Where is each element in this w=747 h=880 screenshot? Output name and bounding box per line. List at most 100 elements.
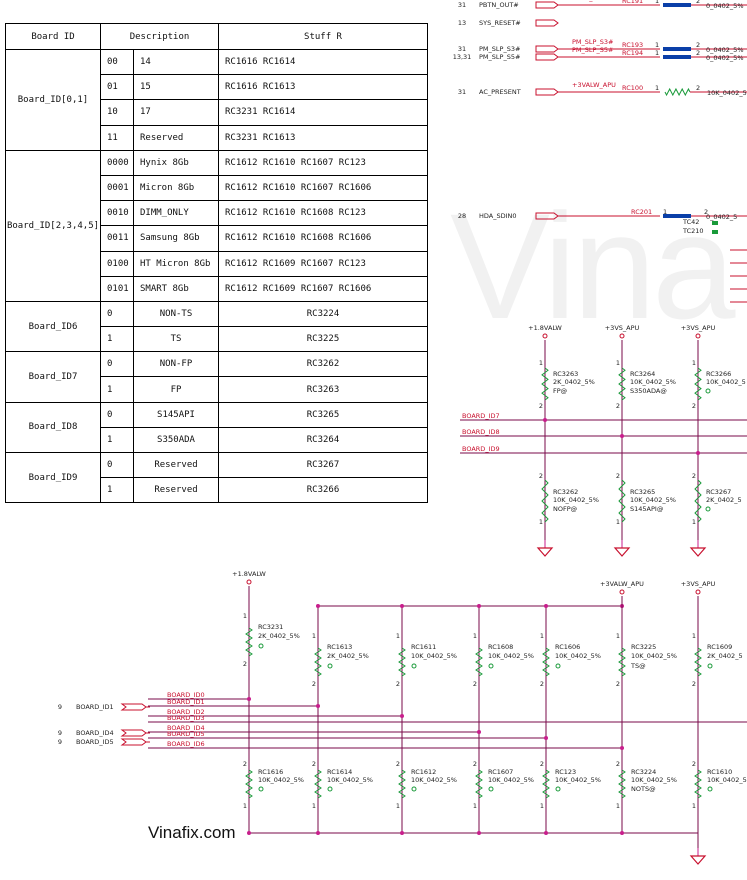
component-value: 2K_0402_5 <box>706 496 742 504</box>
net-label: PBTN_OUT# <box>572 0 612 2</box>
board-id-group: Board_ID7 <box>5 351 101 403</box>
stuff-resistor-cell: RC3262 <box>218 351 428 378</box>
pin-number: 1 <box>539 518 543 526</box>
junction-dot <box>620 746 624 750</box>
junction-dot <box>544 604 548 608</box>
power-rail-label: +1.8VALW <box>528 324 562 332</box>
port-connector-icon <box>120 738 147 746</box>
junction-dot <box>400 714 404 718</box>
signal-name: HDA_SDIN0 <box>479 212 517 220</box>
net-label: BOARD_ID6 <box>167 740 205 748</box>
resistor-icon <box>398 769 406 799</box>
ref-designator: RC3231 <box>258 623 283 631</box>
id-code-cell: 0000 <box>100 149 134 176</box>
stuff-resistor-cell: RC1616 RC1613 <box>218 74 428 101</box>
table-header-1: Description <box>100 23 219 50</box>
id-description-cell: HT Micron 8Gb <box>133 250 219 277</box>
junction-dot <box>544 831 548 835</box>
no-stuff-marker-icon <box>258 643 264 649</box>
ground-icon <box>689 547 707 557</box>
ref-designator: RC3267 <box>706 488 731 496</box>
signal-pin-number: 13 <box>458 19 466 27</box>
component-value: 2K_0402_5% <box>258 632 300 640</box>
junction-dot <box>477 604 481 608</box>
signal-pin-number: 31 <box>458 1 466 9</box>
junction-dot <box>696 451 700 455</box>
component-value: 0_0402_5% <box>706 46 744 54</box>
resistor-icon <box>694 769 702 799</box>
resistor-icon <box>245 627 253 657</box>
stuff-resistor-cell: RC1612 RC1609 RC1607 RC1606 <box>218 275 428 302</box>
pin-number: 1 <box>616 518 620 526</box>
id-description-cell: S350ADA <box>133 426 219 454</box>
jumper-icon <box>663 3 691 7</box>
pin-number: 1 <box>655 49 659 57</box>
no-stuff-marker-icon <box>555 786 561 792</box>
junction-dot <box>620 831 624 835</box>
id-code-cell: 0 <box>100 451 134 479</box>
id-description-cell: NON-FP <box>133 351 219 378</box>
ref-designator: RC1607 <box>488 768 513 776</box>
jumper-icon <box>663 55 691 59</box>
ref-designator: RC194 <box>622 49 643 57</box>
test-point-label: TC210 <box>682 227 704 235</box>
component-value: 10K_0402_5% <box>630 496 676 504</box>
id-description-cell: 15 <box>133 74 219 101</box>
ref-designator: RC193 <box>622 41 643 49</box>
pin-number: 1 <box>692 359 696 367</box>
id-description-cell: SMART 8Gb <box>133 275 219 302</box>
pin-number: 1 <box>396 802 400 810</box>
stuff-resistor-cell: RC3263 <box>218 376 428 403</box>
stuff-resistor-cell: RC1616 RC1614 <box>218 48 428 76</box>
board-id-group: Board_ID6 <box>5 300 101 353</box>
junction-dot <box>620 434 624 438</box>
pin-number: 1 <box>312 632 316 640</box>
id-code-cell: 0 <box>100 351 134 378</box>
board-id-group: Board_ID9 <box>5 451 101 504</box>
pin-number: 1 <box>540 632 544 640</box>
no-stuff-marker-icon <box>258 786 264 792</box>
no-stuff-marker-icon <box>707 786 713 792</box>
power-rail-icon <box>246 579 252 585</box>
net-label: BOARD_ID1 <box>167 698 205 706</box>
pin-number: 2 <box>473 760 477 768</box>
junction-dot <box>477 831 481 835</box>
resistor-icon <box>542 647 550 677</box>
ref-designator: RC3262 <box>553 488 578 496</box>
id-description-cell: 17 <box>133 99 219 126</box>
junction-dot <box>477 730 481 734</box>
test-point-icon <box>712 230 718 234</box>
id-code-cell: 0101 <box>100 275 134 302</box>
signal-pin-number: 9 <box>58 729 62 737</box>
signal-pin-number: 28 <box>458 212 466 220</box>
id-code-cell: 0 <box>100 401 134 428</box>
id-description-cell: NON-TS <box>133 300 219 328</box>
pin-number: 2 <box>473 680 477 688</box>
id-code-cell: 01 <box>100 74 134 101</box>
no-stuff-marker-icon <box>327 786 333 792</box>
stuff-option: TS@ <box>630 662 646 670</box>
net-label: PM_SLP_S5# <box>572 46 613 54</box>
no-stuff-marker-icon <box>411 663 417 669</box>
id-code-cell: 0010 <box>100 200 134 227</box>
id-code-cell: 1 <box>100 326 134 353</box>
port-connector-icon <box>535 45 559 53</box>
signal-name: BOARD_ID1 <box>76 703 114 711</box>
port-connector-icon <box>535 53 559 61</box>
component-value: 2K_0402_5% <box>553 378 595 386</box>
stuff-option: FP@ <box>553 387 568 395</box>
pin-number: 2 <box>692 680 696 688</box>
power-rail-label: +3VALW_APU <box>600 580 644 588</box>
no-stuff-marker-icon <box>555 663 561 669</box>
pin-number: 2 <box>696 84 700 92</box>
pin-number: 1 <box>539 359 543 367</box>
ref-designator: RC3224 <box>631 768 656 776</box>
board-id-group: Board_ID8 <box>5 401 101 454</box>
